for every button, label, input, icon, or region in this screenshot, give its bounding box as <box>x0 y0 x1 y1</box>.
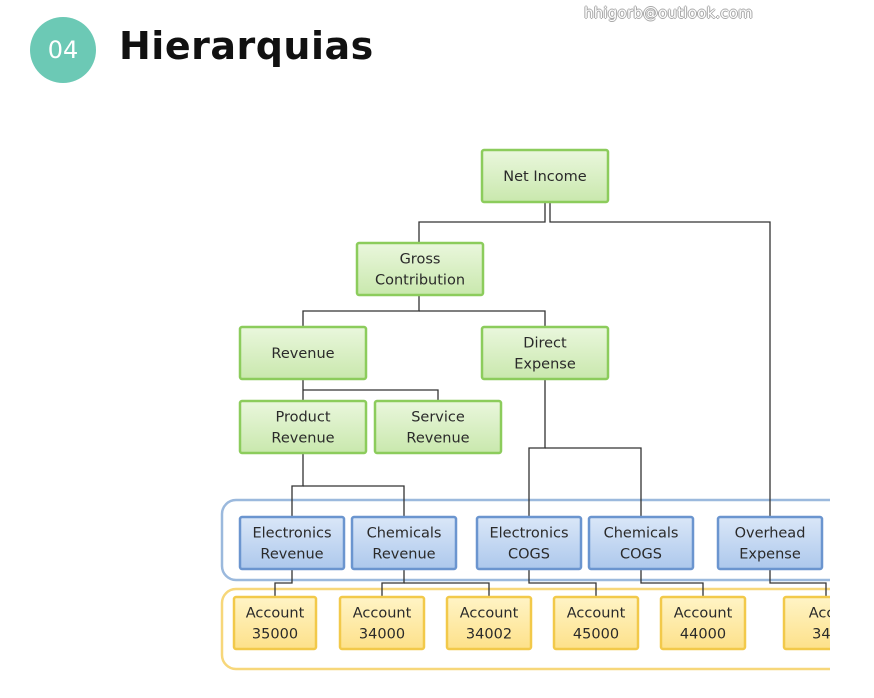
connector-direct_expense-to-chemicals_cogs <box>545 447 642 517</box>
node-label-line: Chemicals <box>604 526 679 542</box>
node-label-line: 45000 <box>573 627 619 643</box>
node-label-line: Revenue <box>260 547 323 563</box>
node-box <box>782 595 830 651</box>
node-box <box>238 515 346 571</box>
connector-net_income-to-gross_contribution <box>418 202 546 243</box>
node-label-line: Service <box>411 410 465 426</box>
page-title: Hierarquias <box>119 24 374 68</box>
node-label-line: COGS <box>508 547 550 563</box>
node-label-line: Electronics <box>489 526 568 542</box>
node-label-line: Chemicals <box>367 526 442 542</box>
node-box <box>716 515 824 571</box>
node-box <box>659 595 747 651</box>
email-watermark: hhigorb@outlook.com <box>584 4 753 22</box>
node-account-45000: Account 45000 <box>552 595 640 651</box>
node-label-line: COGS <box>620 547 662 563</box>
node-box <box>445 595 533 651</box>
node-account-340xx: Acco 340 <box>782 595 844 651</box>
node-label-line: Account <box>567 606 626 622</box>
connector-gross_contribution-to-direct_expense <box>419 310 546 327</box>
node-box <box>238 399 368 455</box>
connector-chemicals_cogs-to-account_44000 <box>640 569 704 597</box>
connector-product_revenue-to-chemicals_revenue <box>303 485 405 517</box>
node-label-line: 35000 <box>252 627 298 643</box>
node-label-line: Product <box>275 410 330 426</box>
node-label-line: Revenue <box>271 346 334 362</box>
node-label-line: Revenue <box>372 547 435 563</box>
node-label-line: Contribution <box>375 273 465 289</box>
node-box <box>480 325 610 381</box>
connector-revenue-to-service_revenue <box>303 389 439 401</box>
node-box <box>480 148 610 204</box>
node-box <box>350 515 458 571</box>
connector-chemicals_revenue-to-account_34002 <box>404 582 490 597</box>
node-box <box>238 325 368 381</box>
node-account-34002: Account 34002 <box>445 595 533 651</box>
node-account-35000: Account 35000 <box>232 595 318 651</box>
node-label-line: Account <box>246 606 305 622</box>
node-label-line: 34000 <box>359 627 405 643</box>
node-label-line: 34002 <box>466 627 512 643</box>
node-label-line: Expense <box>514 357 576 373</box>
node-label-line: Account <box>674 606 733 622</box>
node-net-income: Net Income <box>480 148 610 204</box>
node-label-line: Net Income <box>503 169 586 185</box>
section-number-badge: 04 <box>30 17 96 83</box>
node-box <box>587 515 695 571</box>
node-label-line: Revenue <box>271 431 334 447</box>
node-label-line: Revenue <box>406 431 469 447</box>
node-label-line: Expense <box>739 547 801 563</box>
connector-gross_contribution-to-revenue <box>302 295 420 327</box>
node-account-34000: Account 34000 <box>338 595 426 651</box>
node-label-line: 44000 <box>680 627 726 643</box>
node-box <box>232 595 318 651</box>
connector-direct_expense-to-electronics_cogs <box>528 379 546 517</box>
node-account-44000: Account 44000 <box>659 595 747 651</box>
connector-chemicals_revenue-to-account_34000 <box>381 569 405 597</box>
connector-electronics_cogs-to-account_45000 <box>528 569 597 597</box>
node-label-line: Account <box>460 606 519 622</box>
node-label-line: Overhead <box>735 526 806 542</box>
node-label-line: Gross <box>400 252 441 268</box>
connector-product_revenue-to-electronics_revenue <box>291 453 304 517</box>
node-box <box>373 399 503 455</box>
node-label-line: Acco <box>809 606 844 622</box>
node-label-line: Account <box>353 606 412 622</box>
connector-net_income-to-overhead_expense <box>549 202 771 517</box>
node-label-line: Electronics <box>252 526 331 542</box>
node-box <box>355 241 485 297</box>
node-box <box>338 595 426 651</box>
node-label-line: 340 <box>812 627 840 643</box>
connector-overhead_expense-to-account_340xx <box>769 569 827 597</box>
node-label-line: Direct <box>523 336 567 352</box>
node-box <box>552 595 640 651</box>
node-revenue: Revenue <box>238 325 368 381</box>
connector-electronics_revenue-to-account_35000 <box>274 569 293 597</box>
group-band-yellow <box>220 587 830 671</box>
node-box <box>475 515 583 571</box>
